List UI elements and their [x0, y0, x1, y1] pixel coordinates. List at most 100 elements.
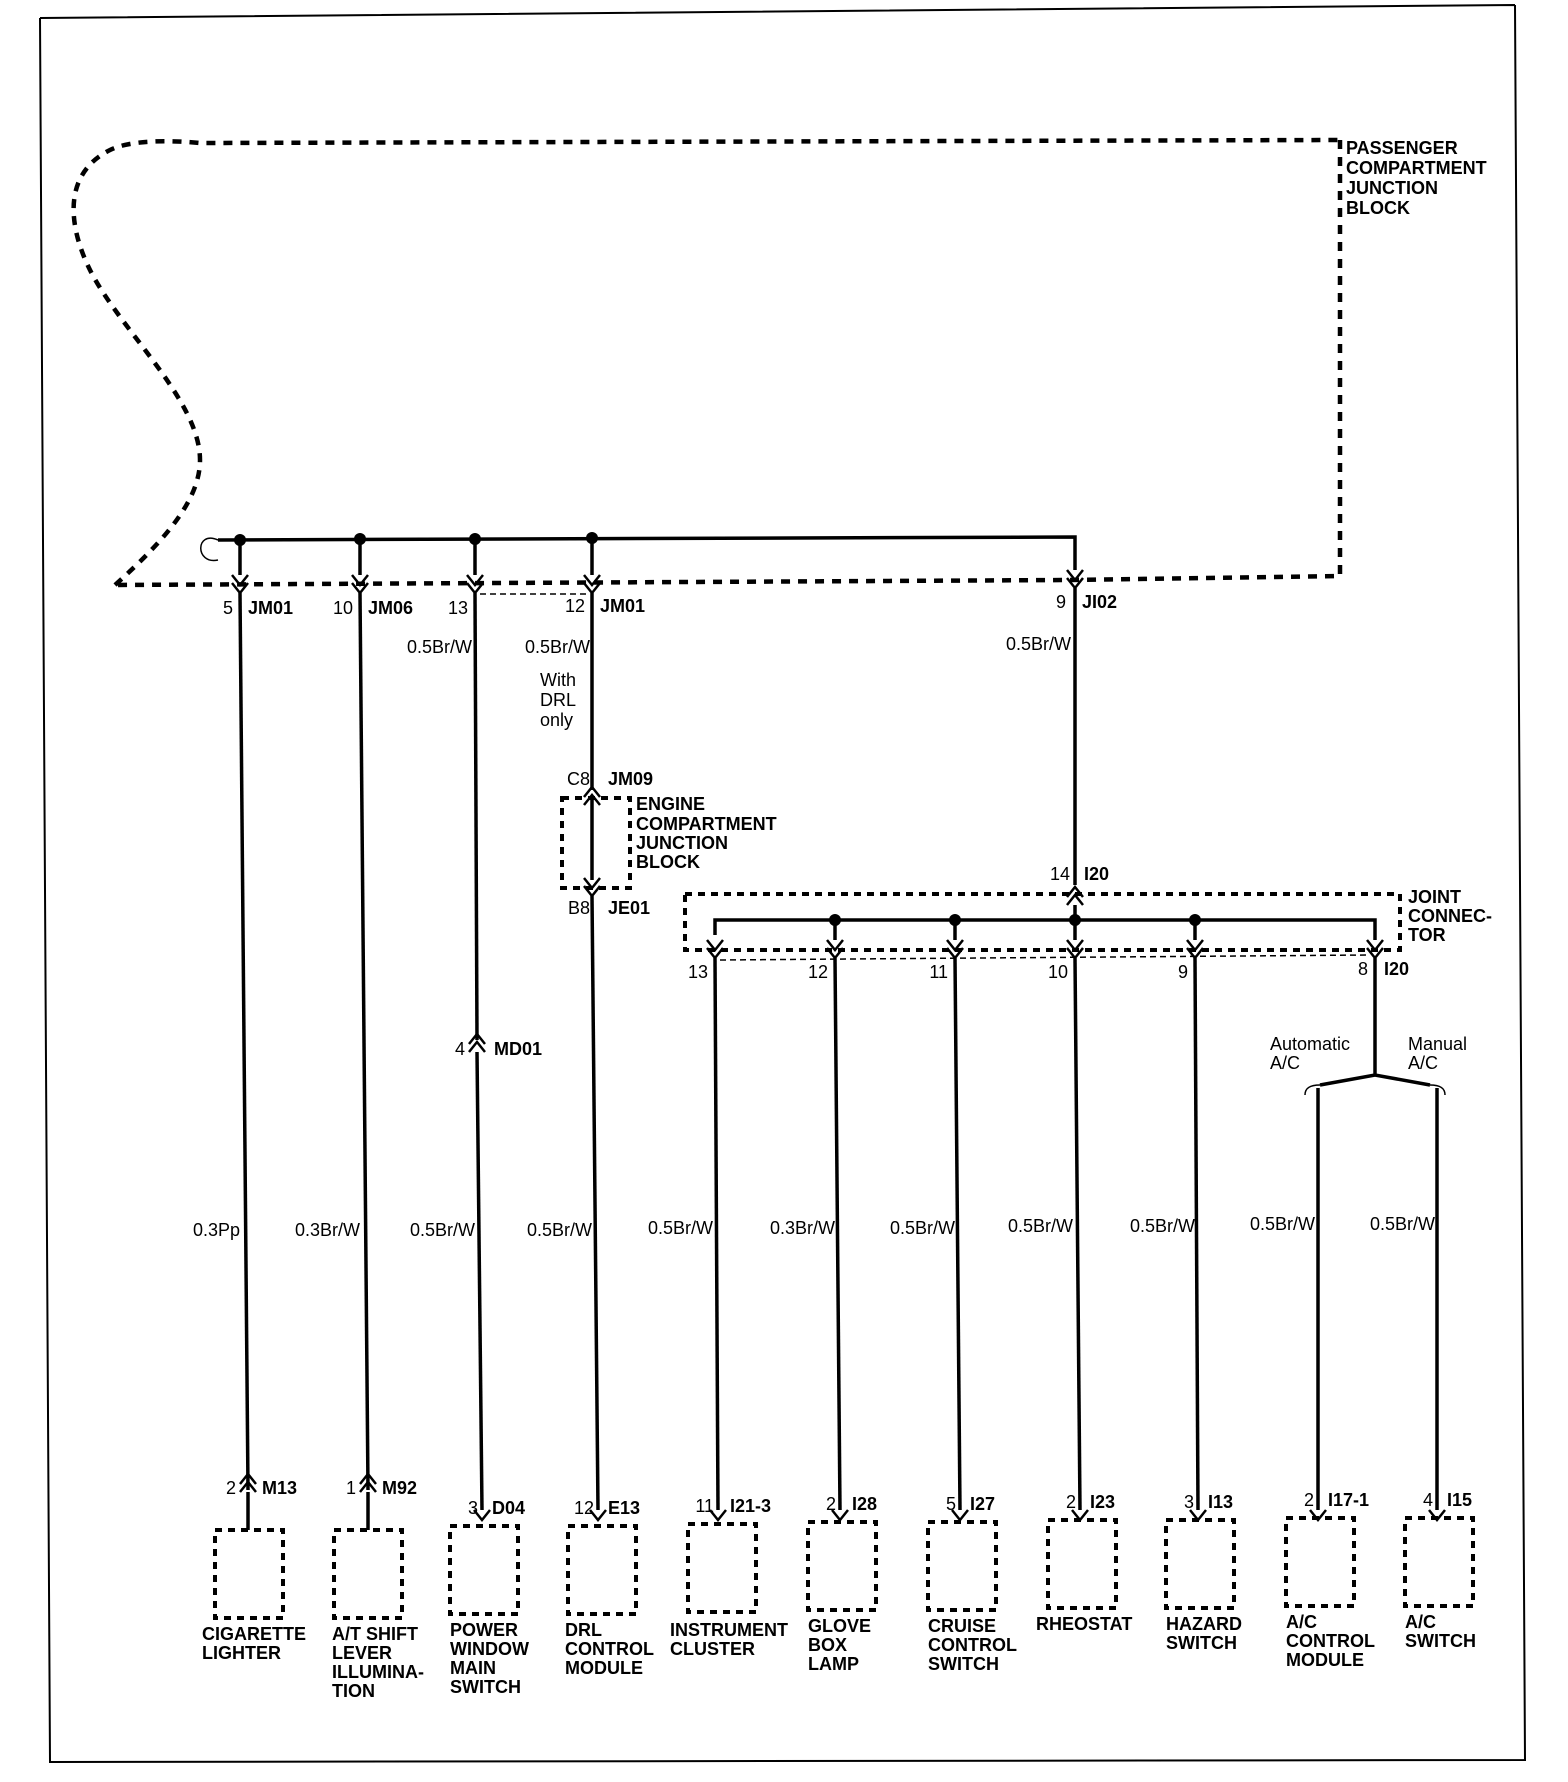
svg-text:BOX: BOX — [808, 1635, 847, 1655]
svg-text:INSTRUMENT: INSTRUMENT — [670, 1620, 788, 1640]
svg-text:0.5Br/W: 0.5Br/W — [1130, 1216, 1195, 1236]
component-ac-control-module: 2 I17-1 A/C CONTROL MODULE — [1284, 1490, 1375, 1670]
svg-text:0.5Br/W: 0.5Br/W — [410, 1220, 475, 1240]
svg-text:0.5Br/W: 0.5Br/W — [890, 1218, 955, 1238]
wire-ac-feed — [1319, 958, 1431, 1087]
joint-shared-line — [719, 954, 1371, 961]
svg-text:Manual: Manual — [1408, 1034, 1467, 1054]
svg-text:JM01: JM01 — [600, 596, 645, 616]
svg-text:0.5Br/W: 0.5Br/W — [527, 1220, 592, 1240]
page-frame — [39, 4, 1527, 1764]
internal-bus — [217, 535, 1077, 570]
component-power-window-main-switch: 3 D04 POWER WINDOW MAIN SWITCH — [448, 1498, 529, 1697]
svg-text:I23: I23 — [1090, 1492, 1115, 1512]
component-instrument-cluster: 11 I21-3 INSTRUMENT CLUSTER — [670, 1496, 788, 1659]
svg-text:E13: E13 — [608, 1498, 640, 1518]
svg-text:POWER: POWER — [450, 1620, 518, 1640]
svg-text:10: 10 — [333, 598, 353, 618]
svg-text:1: 1 — [346, 1478, 356, 1498]
svg-text:COMPARTMENT: COMPARTMENT — [1346, 158, 1487, 178]
connector-symbol — [1066, 569, 1084, 591]
connector-symbol — [583, 574, 601, 596]
svg-text:A/C: A/C — [1405, 1612, 1436, 1632]
svg-text:12: 12 — [574, 1498, 594, 1518]
svg-text:I27: I27 — [970, 1494, 995, 1514]
connector-symbol — [351, 574, 369, 596]
svg-text:JE01: JE01 — [608, 898, 650, 918]
svg-text:I20: I20 — [1084, 864, 1109, 884]
svg-text:ENGINE: ENGINE — [636, 794, 705, 814]
svg-text:PASSENGER: PASSENGER — [1346, 138, 1458, 158]
svg-text:CRUISE: CRUISE — [928, 1616, 996, 1636]
joint-bus — [713, 918, 1377, 940]
svg-text:0.5Br/W: 0.5Br/W — [1008, 1216, 1073, 1236]
svg-text:BLOCK: BLOCK — [636, 852, 700, 872]
svg-text:CONTROL: CONTROL — [928, 1635, 1017, 1655]
svg-text:13: 13 — [448, 598, 468, 618]
connector-symbol — [468, 1031, 486, 1053]
wire-instrument-cluster — [713, 957, 720, 1511]
svg-text:RHEOSTAT: RHEOSTAT — [1036, 1614, 1132, 1634]
svg-text:I28: I28 — [852, 1494, 877, 1514]
svg-text:only: only — [540, 710, 573, 730]
splice-dot — [1069, 914, 1081, 926]
svg-text:SWITCH: SWITCH — [1405, 1631, 1476, 1651]
svg-text:2: 2 — [226, 1478, 236, 1498]
md01-connector: MD01 — [494, 1039, 542, 1059]
svg-text:M92: M92 — [382, 1478, 417, 1498]
svg-text:A/C: A/C — [1270, 1053, 1300, 1073]
passenger-junction-block-label: PASSENGER COMPARTMENT JUNCTION BLOCK — [1346, 138, 1487, 218]
svg-text:0.5Br/W: 0.5Br/W — [1006, 634, 1071, 654]
svg-text:JUNCTION: JUNCTION — [636, 833, 728, 853]
svg-text:A/C: A/C — [1286, 1612, 1317, 1632]
svg-text:JM06: JM06 — [368, 598, 413, 618]
svg-text:TOR: TOR — [1408, 925, 1446, 945]
svg-text:SWITCH: SWITCH — [928, 1654, 999, 1674]
wire-drl-lower — [590, 895, 600, 1511]
svg-text:11: 11 — [929, 962, 948, 982]
joint-output-pins: 13 12 11 10 9 8 I20 — [688, 959, 1409, 982]
component-drl-control-module: 12 E13 DRL CONTROL MODULE — [565, 1498, 654, 1678]
ac-branch-ends — [1304, 1084, 1446, 1096]
wire-power-window-upper — [473, 592, 479, 1041]
svg-text:I20: I20 — [1384, 959, 1409, 979]
svg-text:DRL: DRL — [565, 1620, 602, 1640]
ac-branch-labels: Automatic A/C Manual A/C — [1270, 1034, 1467, 1073]
svg-text:12: 12 — [565, 596, 585, 616]
wire-cigarette-lighter — [238, 592, 250, 1491]
svg-text:MAIN: MAIN — [450, 1658, 496, 1678]
svg-text:TION: TION — [332, 1681, 375, 1701]
wire-rheostat — [1073, 957, 1082, 1511]
svg-text:JM01: JM01 — [248, 598, 293, 618]
hop-symbol — [200, 537, 219, 562]
drl-only-note: With DRL only — [540, 670, 576, 730]
svg-text:LIGHTER: LIGHTER — [202, 1643, 281, 1663]
svg-text:3: 3 — [1184, 1492, 1194, 1512]
md01-pin: 4 — [455, 1039, 465, 1059]
svg-text:5: 5 — [946, 1494, 956, 1514]
lower-wire-gauges: 0.3Pp 0.3Br/W 0.5Br/W 0.5Br/W 0.5Br/W 0.… — [193, 1214, 1435, 1240]
svg-text:CONTROL: CONTROL — [565, 1639, 654, 1659]
joint-connector-label: JOINT CONNEC- TOR — [1408, 887, 1492, 945]
svg-text:LAMP: LAMP — [808, 1654, 859, 1674]
svg-text:MODULE: MODULE — [1286, 1650, 1364, 1670]
component-hazard-switch: 3 I13 HAZARD SWITCH — [1164, 1492, 1242, 1653]
svg-text:0.5Br/W: 0.5Br/W — [407, 637, 472, 657]
component-glove-box-lamp: 2 I28 GLOVE BOX LAMP — [806, 1494, 878, 1674]
svg-text:COMPARTMENT: COMPARTMENT — [636, 814, 777, 834]
joint-input-pin: 14 I20 — [1050, 864, 1109, 884]
svg-text:JOINT: JOINT — [1408, 887, 1461, 907]
svg-text:2: 2 — [826, 1494, 836, 1514]
svg-text:14: 14 — [1050, 864, 1070, 884]
svg-text:0.3Br/W: 0.3Br/W — [295, 1220, 360, 1240]
svg-text:9: 9 — [1178, 962, 1188, 982]
engine-block-pins: C8 JM09 B8 JE01 — [567, 769, 653, 918]
joint-connector-outline — [683, 892, 1402, 952]
svg-text:CONNEC-: CONNEC- — [1408, 906, 1492, 926]
connector-symbol — [466, 574, 484, 596]
svg-text:A/T SHIFT: A/T SHIFT — [332, 1624, 418, 1644]
svg-text:LEVER: LEVER — [332, 1643, 392, 1663]
svg-text:0.5Br/W: 0.5Br/W — [648, 1218, 713, 1238]
svg-text:BLOCK: BLOCK — [1346, 198, 1410, 218]
svg-text:0.3Pp: 0.3Pp — [193, 1220, 240, 1240]
